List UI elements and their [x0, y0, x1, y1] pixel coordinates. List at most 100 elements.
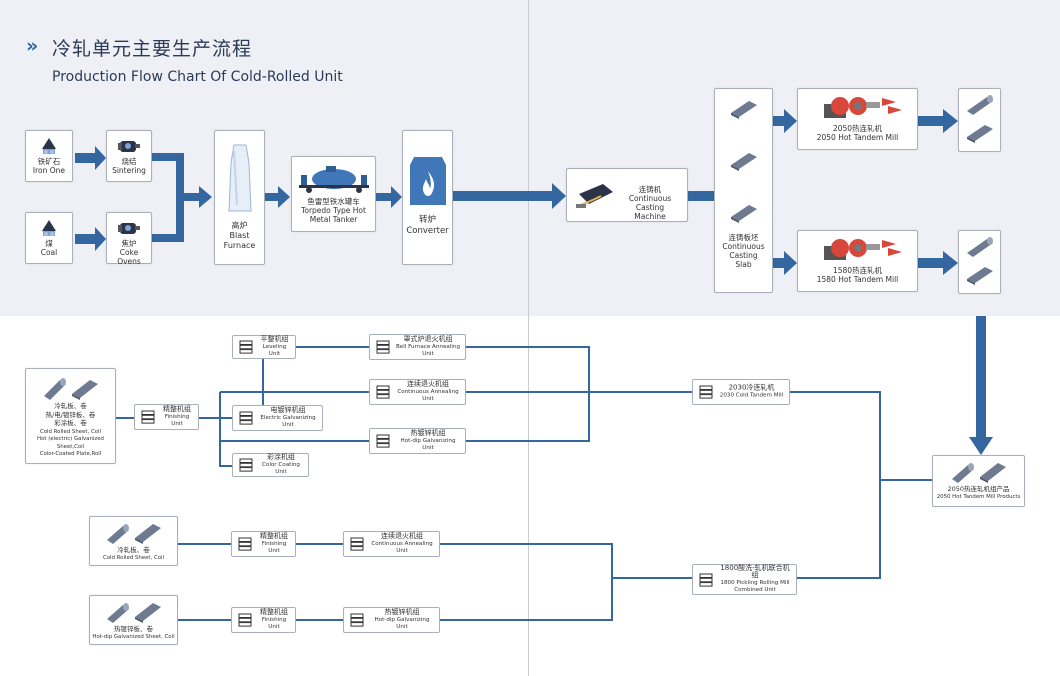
products-main-cn3: 彩涂板、卷	[54, 419, 87, 427]
node-products-1580-top	[958, 230, 1001, 294]
arrowhead-2050-products	[943, 109, 958, 133]
coal-en: Coal	[40, 248, 58, 257]
slab-icon	[730, 153, 757, 171]
server-rack-icon	[238, 537, 252, 551]
converter-cn: 转炉	[418, 215, 436, 225]
finishing-2-en: Finishing Unit	[261, 540, 287, 554]
iron-one-cn: 铁矿石	[37, 157, 61, 166]
page-title-en: Production Flow Chart Of Cold-Rolled Uni…	[52, 69, 343, 85]
server-rack-icon	[350, 537, 364, 551]
arrow-torpedo-converter	[376, 193, 392, 201]
blast-furnace-cn: 高炉	[231, 221, 248, 230]
coke-ovens-en: Coke Ovens	[117, 248, 141, 266]
cont-annealing-1-en: Continuous Annealing Unit	[397, 388, 459, 402]
rolling-mill-icon	[823, 97, 902, 118]
electric-galv-cn: 电镀锌机组	[270, 405, 306, 414]
products-hotdip-cn: 热镀锌板、卷	[114, 625, 153, 633]
torpedo-en2: Metal Tanker	[309, 215, 358, 224]
coil-sheet-icon	[106, 603, 161, 623]
coil-sheet-icon	[106, 524, 161, 544]
pickling-1800-en1: 1800 Pickling Rolling Mill	[720, 579, 790, 586]
hot-dip-1-en: Hot-dip Galvanizing Unit	[400, 437, 456, 451]
torpedo-car-icon	[298, 166, 369, 193]
title-chevron-icon: »	[26, 35, 39, 57]
server-rack-icon	[238, 613, 252, 627]
arrowhead-bf-torpedo	[278, 186, 290, 208]
line-2050-products	[918, 116, 944, 126]
hot-dip-1-cn: 热镀锌机组	[410, 428, 446, 437]
electric-galv-en: Electric Galvanizing Unit	[260, 414, 316, 428]
node-products-cold: 冷轧板、卷 Cold Rolled Sheet, Coil	[89, 516, 178, 566]
cont-annealing-1-cn: 连续退火机组	[407, 379, 449, 388]
bracket-sinter	[152, 153, 182, 161]
coal-cn: 煤	[45, 239, 53, 248]
coil-icon	[966, 237, 993, 257]
finishing-3-en: Finishing Unit	[261, 616, 287, 630]
wire-anneal2-right	[440, 543, 613, 621]
leveling-cn: 平整机组	[260, 334, 289, 343]
blast-furnace-icon	[227, 144, 252, 212]
pickling-1800-en2: Combined Unit	[734, 587, 776, 593]
server-rack-icon	[699, 385, 713, 399]
slab-en2: Casting	[729, 251, 758, 260]
arrowhead-converter-casting	[552, 183, 566, 209]
arrowhead-coal-coke	[95, 227, 106, 251]
wire-2030-right	[790, 391, 881, 579]
torpedo-en1: Torpedo Type Hot	[301, 206, 366, 215]
server-rack-icon	[376, 385, 390, 399]
arrowhead-1580-products	[943, 251, 958, 275]
coke-oven-icon	[118, 223, 140, 234]
products-hotdip-en: Hot-dip Galvanized Sheet, Coil	[92, 634, 175, 640]
products-main-cn1: 冷轧板、卷	[54, 402, 87, 410]
node-products-hotdip: 热镀锌板、卷 Hot-dip Galvanized Sheet, Coil	[89, 595, 178, 645]
casting-machine-icon	[576, 184, 613, 208]
server-rack-icon	[376, 340, 390, 354]
pickling-1800-cn: 1800酸洗-轧机联合机组	[720, 563, 790, 579]
coil-icon	[966, 95, 993, 115]
line-converter-casting	[453, 191, 553, 201]
mill-2050-cn: 2050热连轧机	[832, 124, 883, 133]
sintering-cn: 烧结	[121, 157, 137, 166]
hot-dip-2-en: Hot-dip Galvanizing Unit	[374, 616, 430, 630]
arrowhead-iron-sinter	[95, 146, 106, 170]
cold-tandem-2030-en: 2030 Cold Tandem Mill	[719, 392, 784, 398]
ore-pile-icon	[42, 138, 56, 154]
node-slab: 连铸板坯 Continuous Casting Slab	[714, 88, 773, 293]
server-rack-icon	[699, 573, 713, 587]
divider-line	[528, 0, 529, 676]
node-hot-products-2050: 2050热连轧机组产品 2050 Hot Tandem Mill Product…	[932, 455, 1025, 507]
finishing-1-en: Finishing Unit	[164, 413, 190, 427]
slab-icon	[730, 205, 757, 223]
arrow-bf-torpedo	[265, 193, 279, 201]
mill-1580-en: 1580 Hot Tandem Mill	[816, 275, 899, 284]
sheet-icon	[966, 267, 993, 285]
node-torpedo: 鱼雷型铁水罐车 Torpedo Type Hot Metal Tanker	[291, 156, 376, 232]
arrowhead-slab-1580	[784, 251, 797, 275]
sheet-icon	[966, 125, 993, 143]
flame-icon	[409, 157, 446, 205]
page-title-cn: 冷轧单元主要生产流程	[52, 38, 253, 60]
iron-one-en: Iron One	[32, 166, 66, 175]
hot-dip-2-cn: 热镀锌机组	[384, 607, 420, 616]
leveling-en: Leveling Unit	[262, 343, 287, 357]
node-coal: 煤 Coal	[25, 212, 73, 264]
cold-tandem-2030-cn: 2030冷连轧机	[728, 383, 775, 392]
line-1580-products	[918, 258, 944, 268]
color-coating-en: Color Coating Unit	[262, 461, 300, 475]
arrow-coal-coke	[75, 234, 95, 244]
bell-furnace-cn: 罩式炉退火机组	[403, 334, 453, 343]
slab-icon	[730, 101, 757, 119]
finishing-1-cn: 精整机组	[163, 404, 191, 413]
server-rack-icon	[141, 410, 155, 424]
wire-bell-right	[466, 346, 590, 442]
hot-products-2050-cn: 2050热连轧机组产品	[947, 485, 1010, 493]
